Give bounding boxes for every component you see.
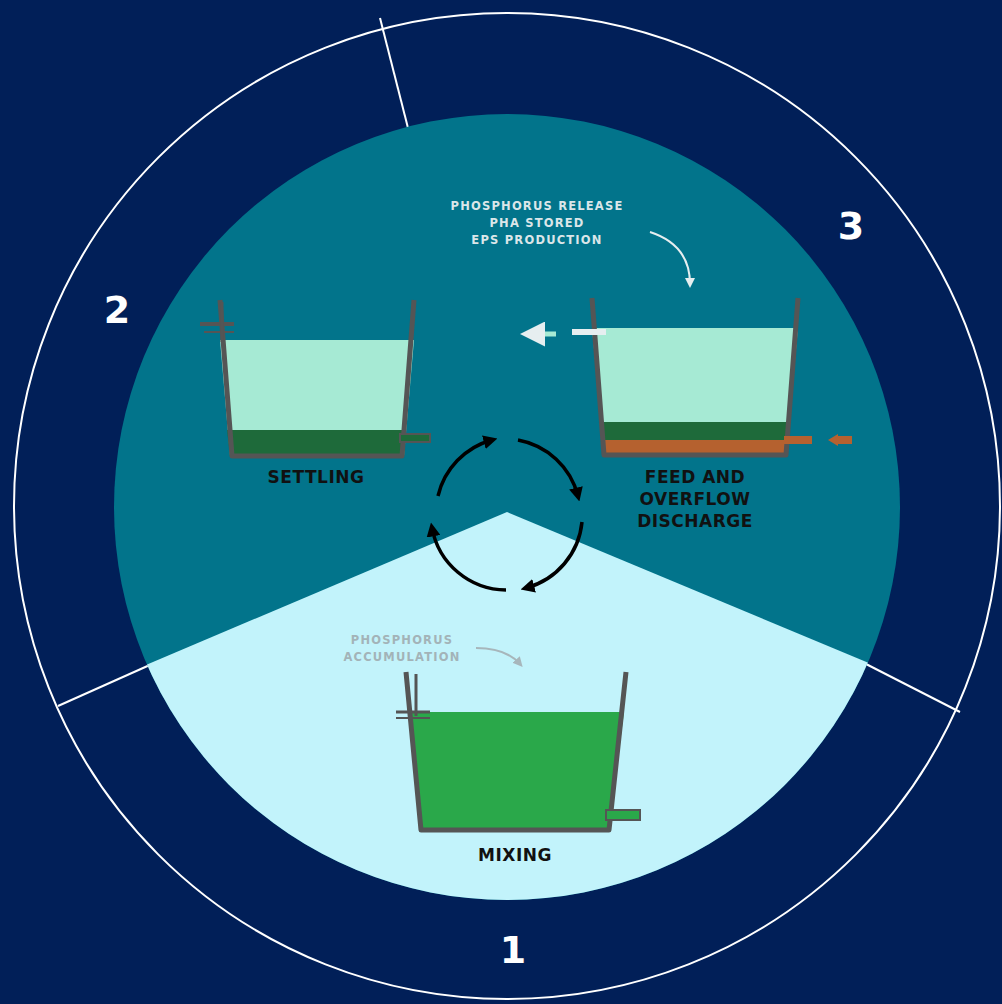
callout-number: 1 xyxy=(500,928,526,972)
stage-node: SETTLING xyxy=(196,296,436,488)
stage-node: MIXING xyxy=(395,668,635,866)
feed-tank xyxy=(530,298,852,455)
stage-label: MIXING xyxy=(478,844,552,866)
ring-divider xyxy=(380,18,408,128)
leader-arrow xyxy=(650,232,690,284)
callout-number: 3 xyxy=(838,204,864,248)
ring-divider xyxy=(866,664,960,712)
mixing-tank xyxy=(396,672,640,830)
callout-number: 2 xyxy=(104,288,130,332)
leader-arrow xyxy=(476,648,520,664)
stage-label: SETTLING xyxy=(268,466,365,488)
outer-ring xyxy=(14,13,1000,999)
mixing-sector xyxy=(120,512,900,960)
process-note: EPS PRODUCTION xyxy=(471,232,602,249)
process-note: PHA STORED xyxy=(489,215,584,232)
stage-node: FEED AND OVERFLOW DISCHARGE xyxy=(580,294,810,532)
process-note: PHOSPHORUS ACCUMULATION xyxy=(332,632,472,666)
process-note: PHOSPHORUS RELEASE xyxy=(451,198,624,215)
settling-tank xyxy=(200,300,430,456)
ring-divider xyxy=(58,664,152,706)
cycle-arrows xyxy=(432,440,582,590)
stage-label: FEED AND OVERFLOW DISCHARGE xyxy=(620,466,770,532)
